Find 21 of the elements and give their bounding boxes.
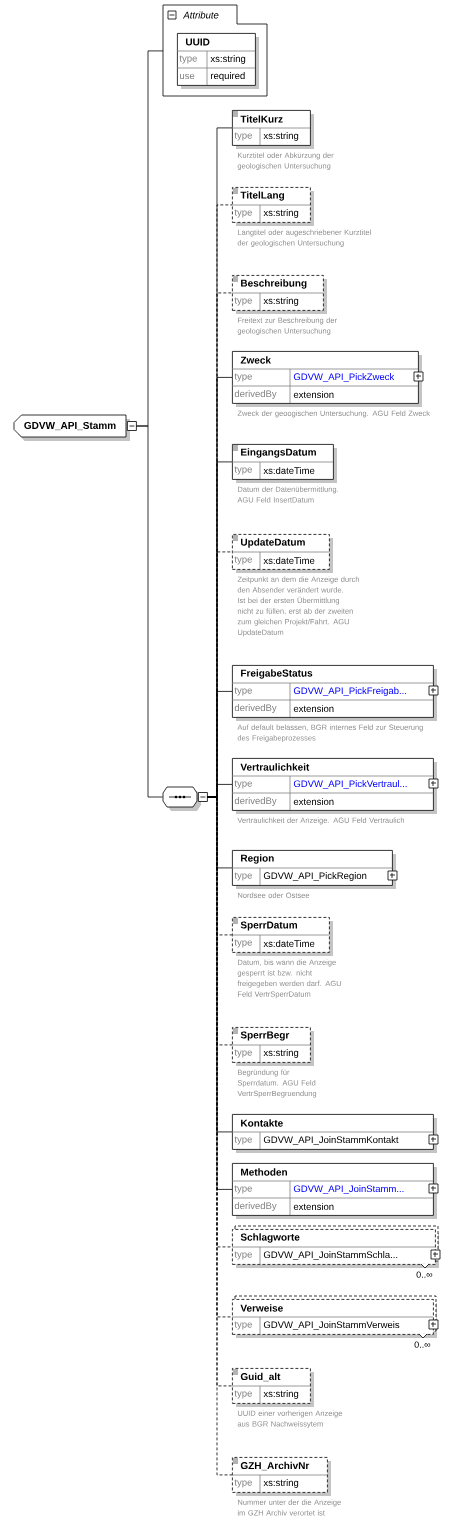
element-box: Guid_alt type xs:string [231,1368,314,1407]
element-box: UpdateDatum type xs:dateTime [231,534,333,573]
element-box: Zweck type GDVW_API_PickZweck derivedBy extension [231,351,422,407]
element-box: UUID type xs:string use required [176,33,259,89]
element-box: Schlagworte type GDVW_API_JoinStammSchla... [231,1225,439,1269]
element-box: Vertraulichkeit type GDVW_API_PickVertraul... derivedBy extension [231,758,437,814]
element-box: Verweise type GDVW_API_JoinStammVerweis [231,1295,437,1339]
element-box: Kontakte type GDVW_API_JoinStammKontakt [231,1114,437,1153]
element-box: Region type GDVW_API_PickRegion [231,850,396,889]
element-box: TitelLang type xs:string [231,187,314,226]
element-box: FreigabeStatus type GDVW_API_PickFreigab... derivedBy extension [231,665,437,721]
element-box: EingangsDatum type xs:dateTime [231,444,337,483]
element-box: Beschreibung type xs:string [231,275,327,314]
multiplicity-label: 0..∞ [414,1341,431,1348]
element-box: Methoden type GDVW_API_JoinStamm... derivedBy extension [231,1163,437,1219]
element-box: TitelKurz type xs:string [231,110,314,149]
element-box: GZH_ArchivNr type xs:string [231,1457,331,1496]
element-box: SperrDatum type xs:dateTime [231,917,333,956]
multiplicity-label: 0..∞ [416,1271,433,1278]
element-box: SperrBegr type xs:string [231,1027,314,1066]
connector-line [136,425,163,798]
